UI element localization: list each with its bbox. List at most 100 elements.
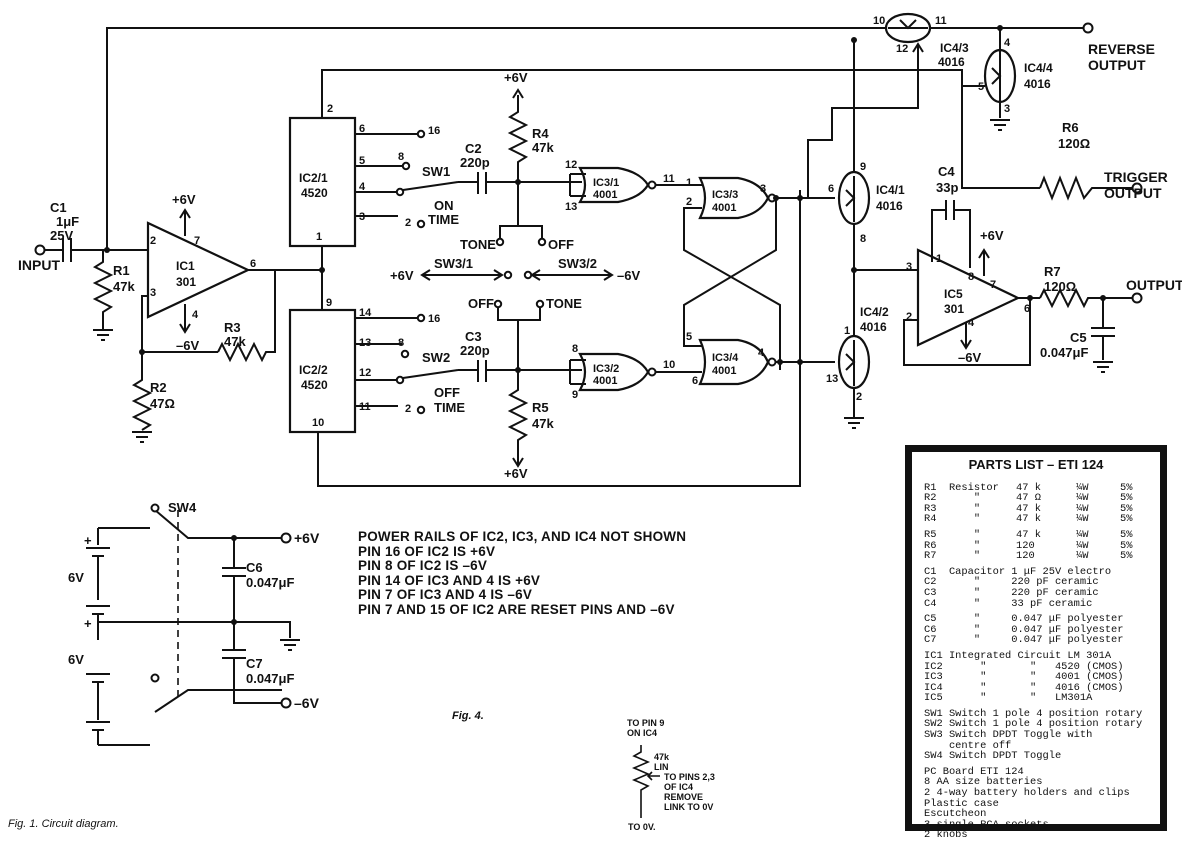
wire-top-rail <box>106 27 888 250</box>
battery-ends <box>98 527 150 746</box>
note-line: PIN 14 OF IC3 AND 4 IS +6V <box>358 572 541 588</box>
c7-ref: C7 <box>246 656 263 671</box>
r3-ref: R3 <box>224 320 241 335</box>
output-label: OUTPUT <box>1126 277 1182 293</box>
svg-text:+: + <box>84 533 92 548</box>
r5-resistor <box>497 308 541 465</box>
svg-text:8: 8 <box>860 233 866 245</box>
sw3-tone-top: TONE <box>460 237 496 252</box>
svg-text:8: 8 <box>572 343 578 355</box>
sw4-ref: SW4 <box>168 500 197 515</box>
ground-c5 <box>1093 361 1113 373</box>
parts-row: SW4 Switch DPDT Toggle <box>924 750 1062 763</box>
r6-resistor <box>1039 175 1132 201</box>
wire-ic4-3-ctl <box>807 80 919 198</box>
sw4-switch <box>154 509 282 713</box>
ic2-1-type: 4520 <box>301 186 328 200</box>
ic5-minus-supply <box>960 322 972 350</box>
parts-row: C7 " 0.047 μF polyester <box>924 634 1124 647</box>
sw1-ref: SW1 <box>422 164 450 179</box>
ic1-opamp <box>146 221 251 319</box>
svg-text:2: 2 <box>327 103 333 115</box>
power-rail-notes: POWER RAILS OF IC2, IC3, AND IC4 NOT SHO… <box>358 529 686 618</box>
note-line: PIN 8 OF IC2 IS –6V <box>358 558 488 574</box>
parts-row: SW2 Switch 1 pole 4 position rotary <box>924 718 1143 731</box>
plus6v-terminal[interactable] <box>280 532 292 544</box>
input-label: INPUT <box>18 257 60 273</box>
svg-text:5: 5 <box>359 155 365 167</box>
sw3-off-top: OFF <box>548 237 574 252</box>
svg-text:16: 16 <box>428 125 440 137</box>
battery-top-label: 6V <box>68 570 84 585</box>
sw2-off: OFF <box>434 385 460 400</box>
parts-row: IC4 " " 4016 (CMOS) <box>924 681 1124 694</box>
r1-ref: R1 <box>113 263 130 278</box>
svg-text:2: 2 <box>405 403 411 415</box>
ic2-1-box <box>288 116 357 248</box>
c6-ref: C6 <box>246 560 263 575</box>
r2-resistor <box>131 352 153 431</box>
wire-reset-loop <box>317 190 801 487</box>
c5-ref: C5 <box>1070 330 1087 345</box>
output-terminal[interactable] <box>1131 292 1143 304</box>
reverse-output-terminal[interactable] <box>1082 22 1094 34</box>
svg-text:11: 11 <box>359 401 371 413</box>
sw2-switch <box>402 369 459 379</box>
svg-text:6: 6 <box>359 123 365 135</box>
parts-row: IC5 " " LM301A <box>924 692 1093 705</box>
svg-text:1: 1 <box>316 231 322 243</box>
svg-text:6: 6 <box>1024 303 1030 315</box>
ic3-3-ref: IC3/3 <box>712 189 738 201</box>
svg-text:12: 12 <box>896 43 908 55</box>
switches-group: SW1 Switch 1 pole 4 position rotary SW2 … <box>924 709 1160 762</box>
svg-text:10: 10 <box>663 359 675 371</box>
r6-value: 120Ω <box>1058 136 1090 151</box>
r4-plus6v: +6V <box>504 70 528 85</box>
parts-row: C5 " 0.047 μF polyester <box>924 613 1124 626</box>
r2-ref: R2 <box>150 380 167 395</box>
sw3-off-bottom: OFF <box>468 296 494 311</box>
svg-text:8: 8 <box>398 337 404 349</box>
ic4-2-contacts <box>845 340 856 386</box>
svg-text:2: 2 <box>856 391 862 403</box>
sw3-plus6v: +6V <box>390 268 414 283</box>
parts-row: C3 " 220 pF ceramic <box>924 586 1099 599</box>
svg-text:8: 8 <box>398 151 404 163</box>
svg-text:7: 7 <box>194 235 200 247</box>
c3-value: 220p <box>460 343 490 358</box>
svg-text:3: 3 <box>1004 103 1010 115</box>
c5-capacitor <box>1091 298 1115 360</box>
c4-value: 33p <box>936 180 958 195</box>
ic3-4-ref: IC3/4 <box>712 352 739 364</box>
parts-row: C1 Capacitor 1 μF 25V electro <box>924 565 1112 578</box>
r4-resistor <box>507 95 529 226</box>
inset-to-pin9: TO PIN 9 ON IC4 <box>627 718 665 738</box>
parts-row: SW1 Switch 1 pole 4 position rotary <box>924 707 1143 720</box>
svg-text:13: 13 <box>565 201 577 213</box>
c1-voltage: 25V <box>50 228 73 243</box>
ics-group: IC1 Integrated Circuit LM 301A IC2 " " 4… <box>924 651 1160 704</box>
svg-text:2: 2 <box>686 196 692 208</box>
r4-value: 47k <box>532 140 554 155</box>
svg-text:10: 10 <box>873 15 885 27</box>
parts-row: 2 knobs <box>924 829 968 841</box>
input-terminal[interactable] <box>34 244 46 256</box>
svg-text:4: 4 <box>1004 37 1011 49</box>
r7-value: 120Ω <box>1044 279 1076 294</box>
ic1-type: 301 <box>176 275 196 289</box>
c7-value: 0.047μF <box>246 671 294 686</box>
ic1-plus6v: +6V <box>172 192 196 207</box>
trigger-output-terminal[interactable] <box>1131 182 1143 194</box>
ic2-1-outputs <box>355 133 418 217</box>
trigger-output-label-1: TRIGGER <box>1104 169 1168 185</box>
reverse-output-label-2: OUTPUT <box>1088 57 1146 73</box>
parts-row: IC1 Integrated Circuit LM 301A <box>924 649 1112 662</box>
inset-to-pins23: TO PINS 2,3 OF IC4 REMOVE LINK TO 0V <box>664 772 715 812</box>
c5-value: 0.047μF <box>1040 345 1088 360</box>
parts-row: Plastic case <box>924 797 999 810</box>
ic4-3-ref: IC4/3 <box>940 41 969 55</box>
minus6v-terminal[interactable] <box>280 697 292 709</box>
